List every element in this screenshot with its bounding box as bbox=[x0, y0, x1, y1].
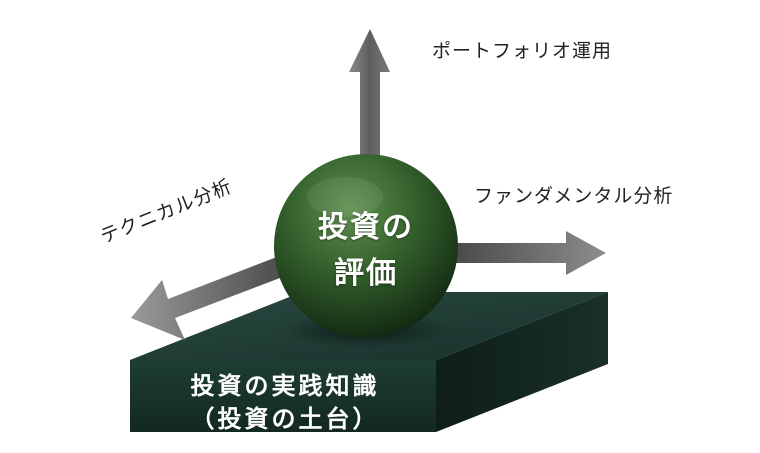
sphere-highlight bbox=[307, 177, 383, 217]
sphere-title-line1: 投資の bbox=[318, 210, 414, 245]
sphere-title-line2: 評価 bbox=[334, 256, 398, 291]
base-slab-side bbox=[436, 292, 608, 432]
arrow-left-technical bbox=[131, 248, 309, 340]
label-portfolio-management: ポートフォリオ運用 bbox=[432, 40, 613, 62]
label-fundamental-analysis: ファンダメンタル分析 bbox=[474, 185, 674, 207]
base-title-line2: （投資の土台） bbox=[190, 405, 380, 433]
evaluation-sphere bbox=[274, 154, 458, 338]
base-slab-front bbox=[130, 360, 436, 432]
arrow-right-fundamental bbox=[430, 231, 606, 275]
arrow-up-portfolio bbox=[349, 29, 390, 180]
base-title-line1: 投資の実践知識 bbox=[190, 372, 380, 400]
